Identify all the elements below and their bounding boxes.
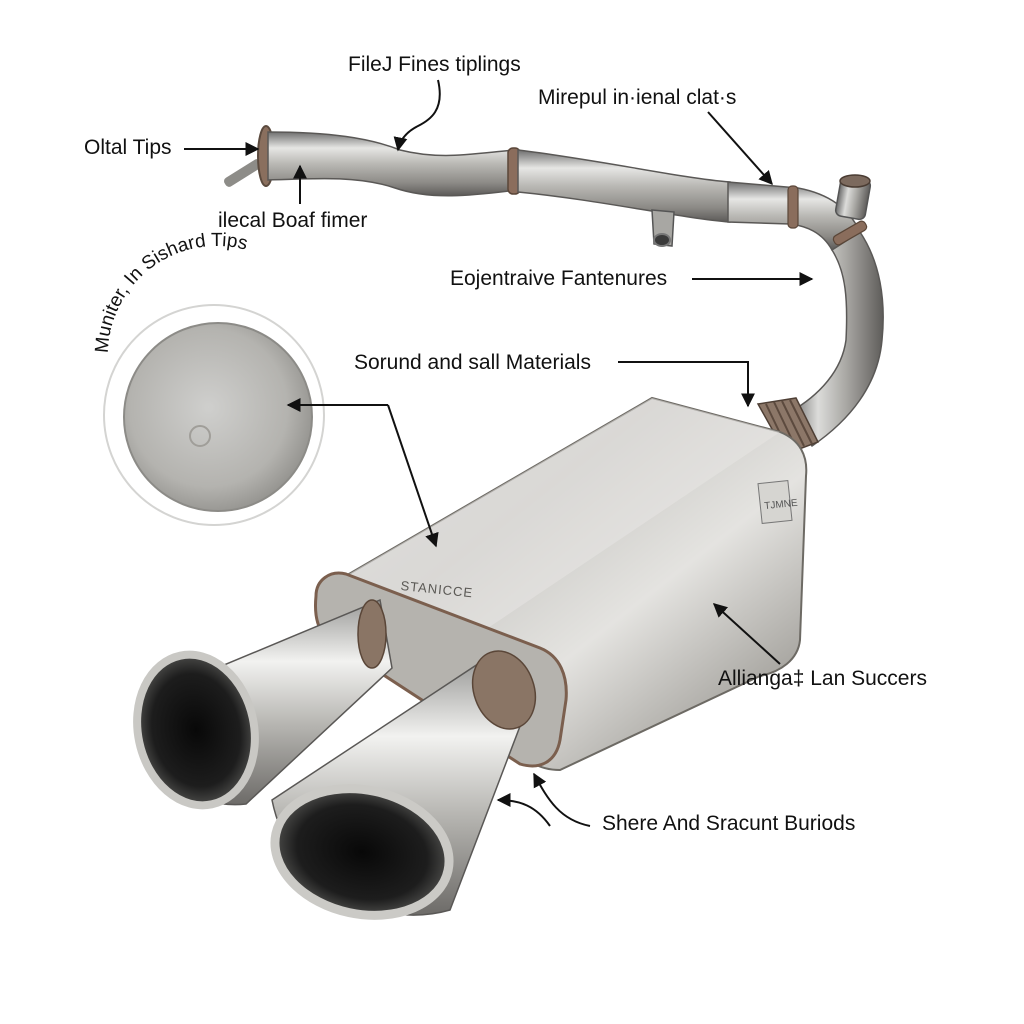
label-right-mid: Eojentraive Fantenures bbox=[450, 267, 668, 290]
muffler-end-plate-text: TJMNE bbox=[764, 498, 799, 512]
label-bottom: Shere And Sracunt Buriods bbox=[602, 812, 856, 835]
label-left-tips: Oltal Tips bbox=[84, 136, 172, 159]
inlet-pipe bbox=[224, 125, 884, 455]
label-left-below: ilecal Boaf fimer bbox=[218, 209, 368, 232]
label-top-right: Mirepul in·ienal clat·s bbox=[538, 86, 737, 109]
inset-detail: Muniter, In Sishard Tips bbox=[92, 230, 325, 526]
exhaust-tip-right bbox=[270, 650, 537, 920]
label-right-lower: Allianga‡ Lan Succers bbox=[718, 667, 927, 690]
exhaust-tip-left bbox=[133, 598, 393, 810]
label-center-mid: Sorund and sall Materials bbox=[354, 351, 591, 374]
muffler: TJMNE STANICCE bbox=[314, 396, 808, 772]
callout-lines bbox=[184, 79, 814, 827]
label-top-center: FileJ Fines tiplings bbox=[348, 53, 521, 76]
